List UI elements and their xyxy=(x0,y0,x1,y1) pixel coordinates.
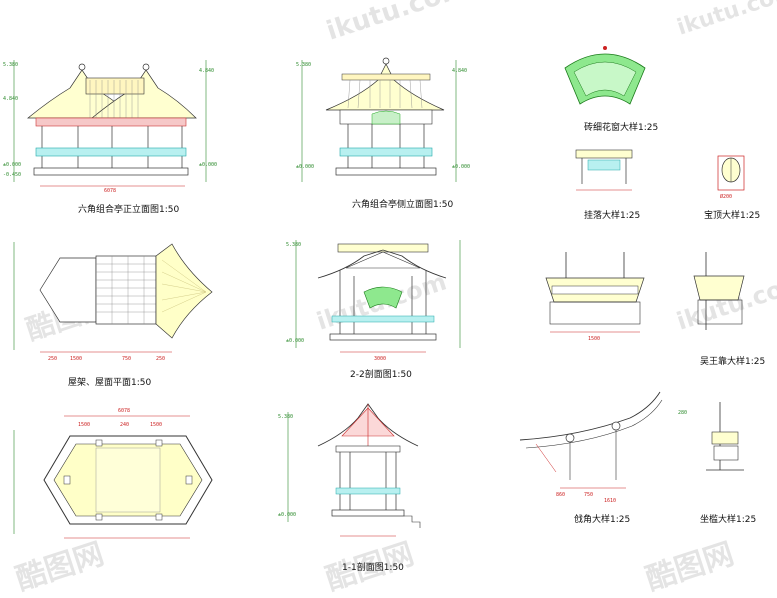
svg-text:Ø200: Ø200 xyxy=(720,193,732,200)
finial-detail: Ø200 宝顶大样1:25 xyxy=(704,155,760,221)
section-1-1: 5.380 ±0.000 1-1剖面图1:50 xyxy=(278,403,421,573)
section-2-2: 5.380 ±0.000 3000 2-2剖面图1:50 xyxy=(286,240,461,380)
svg-text:4.840: 4.840 xyxy=(3,96,18,102)
svg-text:860: 860 xyxy=(556,492,565,498)
front-elevation: 5.380 4.840 ±0.000 -0.450 4.840 ±0.000 xyxy=(3,60,217,215)
svg-text:5.380: 5.380 xyxy=(278,414,293,420)
sill-detail-title: 坐槛大样1:25 xyxy=(700,513,756,525)
finial-detail-title: 宝顶大样1:25 xyxy=(704,209,760,221)
svg-text:5.380: 5.380 xyxy=(3,62,18,68)
section-2-2-title: 2-2剖面图1:50 xyxy=(350,368,412,380)
svg-text:4.840: 4.840 xyxy=(199,68,214,74)
section-1-1-title: 1-1剖面图1:50 xyxy=(342,561,404,573)
svg-text:3000: 3000 xyxy=(374,356,386,362)
watermark-2: ikutu.com xyxy=(674,0,777,41)
svg-text:6078: 6078 xyxy=(104,188,116,194)
svg-text:750: 750 xyxy=(122,356,131,362)
roof-plan-title: 屋架、屋面平面1:50 xyxy=(68,377,151,388)
svg-text:±0.000: ±0.000 xyxy=(296,164,314,170)
svg-text:1500: 1500 xyxy=(78,422,90,428)
svg-text:5.380: 5.380 xyxy=(296,62,311,68)
seat-detail: 1500 吴王靠大样1:25 xyxy=(545,252,765,367)
svg-text:±0.000: ±0.000 xyxy=(452,164,470,170)
watermark-8: 酷图网 xyxy=(642,537,738,598)
eave-detail-title: 戗角大样1:25 xyxy=(574,513,630,525)
svg-text:6078: 6078 xyxy=(118,408,130,414)
eave-detail: 860 750 1610 戗角大样1:25 xyxy=(519,391,663,525)
hanging-detail-title: 挂落大样1:25 xyxy=(584,209,640,221)
hanging-detail: 挂落大样1:25 xyxy=(575,149,640,221)
svg-text:5.380: 5.380 xyxy=(286,242,301,248)
svg-text:280: 280 xyxy=(678,410,687,416)
sill-detail: 280 坐槛大样1:25 xyxy=(678,402,756,525)
svg-text:±0.000: ±0.000 xyxy=(199,162,217,168)
floor-plan: 6078 1500 240 1500 xyxy=(13,408,213,539)
watermark-6: 酷图网 xyxy=(12,537,108,598)
svg-text:±0.000: ±0.000 xyxy=(3,162,21,168)
side-elevation-title: 六角组合亭侧立面图1:50 xyxy=(352,198,453,210)
svg-text:1610: 1610 xyxy=(604,498,616,504)
svg-text:1500: 1500 xyxy=(588,336,600,342)
svg-text:250: 250 xyxy=(48,356,57,362)
svg-text:750: 750 xyxy=(584,492,593,498)
side-elevation: 5.380 ±0.000 4.840 ±0.000 六角组合亭侧立面图1:50 xyxy=(296,57,470,210)
svg-text:250: 250 xyxy=(156,356,165,362)
svg-text:±0.000: ±0.000 xyxy=(278,512,296,518)
roof-plan: 250 1500 750 250 屋架、屋面平面1:50 xyxy=(13,242,213,388)
svg-text:4.840: 4.840 xyxy=(452,68,467,74)
window-detail: 砖细花窗大样1:25 xyxy=(564,46,658,133)
watermark-1: ikutu.com xyxy=(323,0,471,47)
svg-text:-0.450: -0.450 xyxy=(3,172,21,178)
svg-text:1500: 1500 xyxy=(70,356,82,362)
seat-detail-title: 吴王靠大样1:25 xyxy=(700,355,765,367)
front-elevation-title: 六角组合亭正立面图1:50 xyxy=(78,203,179,215)
svg-text:±0.000: ±0.000 xyxy=(286,338,304,344)
svg-text:240: 240 xyxy=(120,422,129,428)
window-detail-title: 砖细花窗大样1:25 xyxy=(584,121,658,133)
svg-text:1500: 1500 xyxy=(150,422,162,428)
